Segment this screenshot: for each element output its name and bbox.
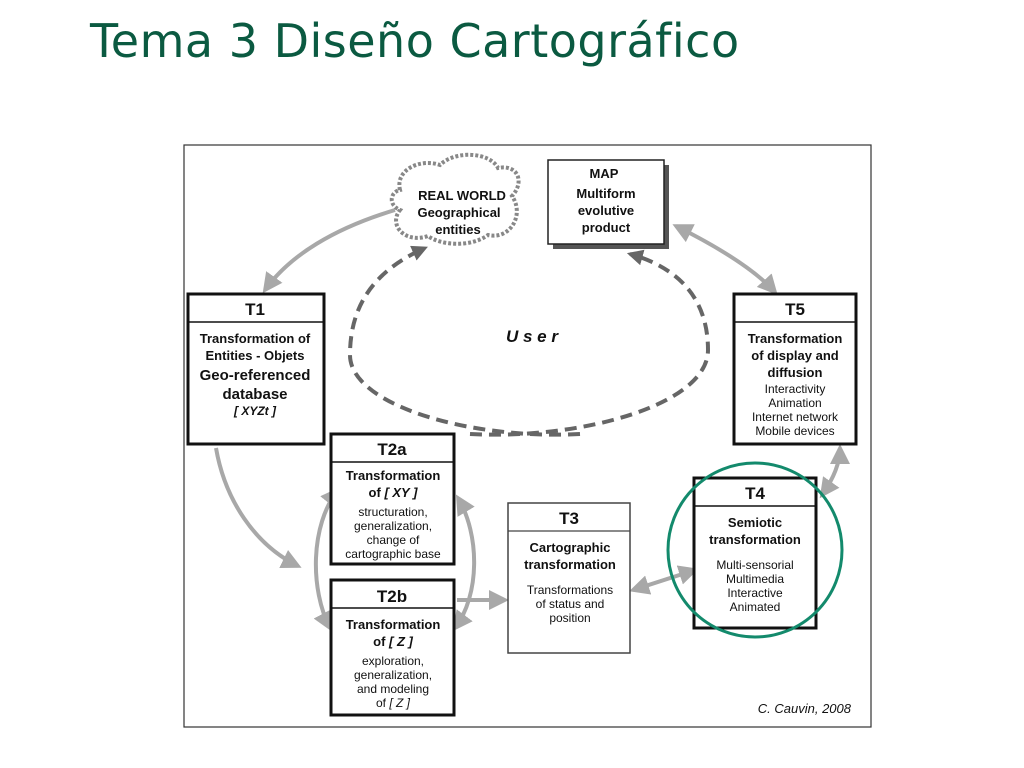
- t1-line: [ XYZt ]: [233, 404, 277, 418]
- t2a-line: of [ XY ]: [369, 485, 419, 500]
- t2b-node: T2b Transformation of [ Z ] exploration,…: [329, 578, 456, 717]
- t2b-line: of [ Z ]: [373, 634, 413, 649]
- t2a-node: T2a Transformation of [ XY ] structurati…: [329, 432, 456, 566]
- map-line2: evolutive: [578, 203, 634, 218]
- real-world-line3: entities: [435, 222, 481, 237]
- t2b-line: exploration,: [362, 654, 424, 668]
- map-node: MAP Multiform evolutive product: [547, 159, 669, 249]
- t2b-line: generalization,: [354, 668, 432, 682]
- t1-line: Transformation of: [200, 331, 311, 346]
- t4-node: T4 Semiotic transformation Multi-sensori…: [692, 476, 818, 630]
- t2b-last-z: [ Z ]: [388, 696, 410, 710]
- map-title: MAP: [590, 166, 619, 181]
- t3-line: Cartographic: [530, 540, 611, 555]
- t5-line: of display and: [751, 348, 838, 363]
- t5-line: Animation: [768, 396, 821, 410]
- t5-line: Transformation: [748, 331, 843, 346]
- t5-line: Internet network: [752, 410, 839, 424]
- t5-line: diffusion: [768, 365, 823, 380]
- t2a-line: generalization,: [354, 519, 432, 533]
- t1-node: T1 Transformation of Entities - Objets G…: [186, 292, 326, 446]
- real-world-line1: REAL WORLD: [418, 188, 506, 203]
- t2b-of: of: [373, 634, 389, 649]
- t2b-z: [ Z ]: [388, 634, 413, 649]
- user-label: U s e r: [506, 327, 559, 346]
- t4-line: Multimedia: [726, 572, 784, 586]
- t2a-line: change of: [367, 533, 420, 547]
- map-line3: product: [582, 220, 631, 235]
- t2a-of: of: [369, 485, 385, 500]
- t4-line: Semiotic: [728, 515, 782, 530]
- t3-title: T3: [559, 509, 579, 528]
- t4-highlight-circle: [666, 461, 844, 639]
- t4-line: Multi-sensorial: [716, 558, 793, 572]
- t3-line: position: [549, 611, 590, 625]
- t2a-line: cartographic base: [345, 547, 441, 561]
- t2b-line: Transformation: [346, 617, 441, 632]
- t3-line: Transformations: [527, 583, 613, 597]
- t2b-line: of [ Z ]: [376, 696, 411, 710]
- slide-title: Tema 3 Diseño Cartográfico: [90, 14, 740, 68]
- t2a-title: T2a: [377, 440, 407, 459]
- t2a-line: structuration,: [358, 505, 427, 519]
- real-world-node: REAL WORLD Geographical entities: [389, 152, 521, 246]
- t4-title: T4: [745, 484, 765, 503]
- t3-node: T3 Cartographic transformation Transform…: [507, 502, 631, 654]
- t5-title: T5: [785, 300, 805, 319]
- map-line1: Multiform: [576, 186, 635, 201]
- t2b-last-of: of: [376, 696, 389, 710]
- t3-line: transformation: [524, 557, 616, 572]
- t5-line: Interactivity: [765, 382, 826, 396]
- t5-line: Mobile devices: [755, 424, 834, 438]
- t1-line: Geo-referenced: [200, 367, 311, 384]
- t4-line: transformation: [709, 532, 801, 547]
- t1-line: Entities - Objets: [206, 348, 305, 363]
- t4-line: Interactive: [727, 586, 783, 600]
- credit-label: C. Cauvin, 2008: [758, 701, 852, 716]
- t2a-xy: [ XY ]: [383, 485, 418, 500]
- t3-line: of status and: [536, 597, 605, 611]
- t2b-line: and modeling: [357, 682, 429, 696]
- t4-line: Animated: [730, 600, 781, 614]
- t2a-line: Transformation: [346, 468, 441, 483]
- t5-node: T5 Transformation of display and diffusi…: [732, 292, 858, 446]
- real-world-line2: Geographical: [417, 205, 500, 220]
- process-arrows: [214, 208, 850, 632]
- t1-title: T1: [245, 300, 265, 319]
- t1-line: database: [222, 386, 287, 403]
- t2b-title: T2b: [377, 587, 407, 606]
